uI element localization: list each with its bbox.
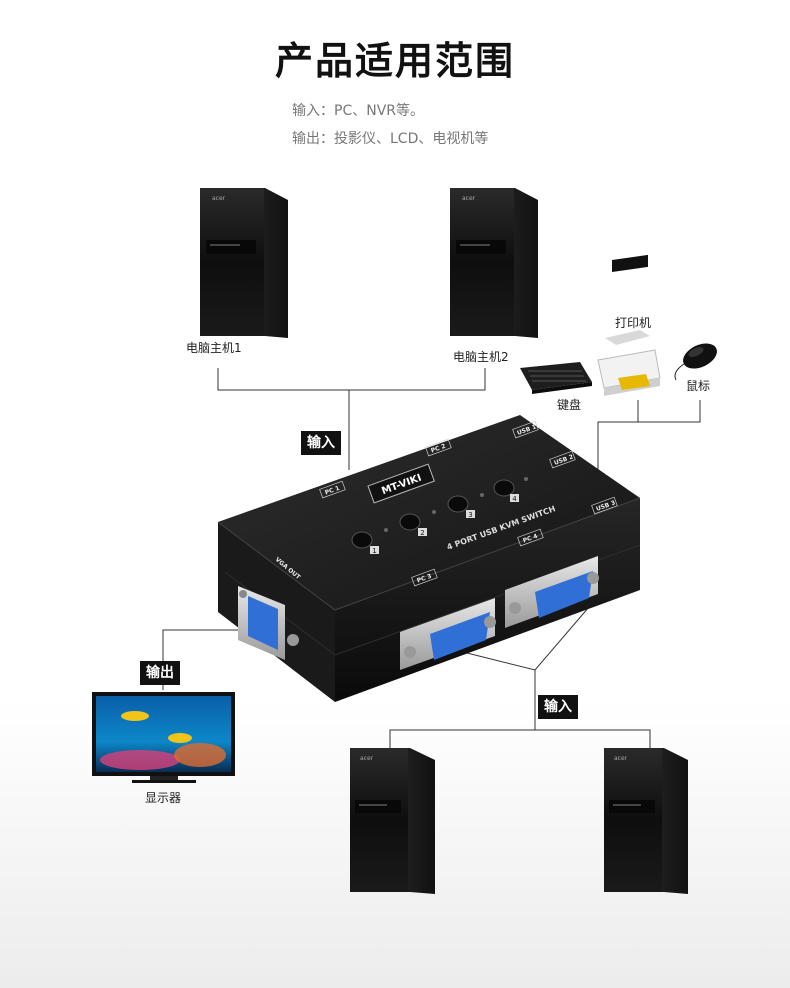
pc4-tower-icon: acer [604, 748, 688, 894]
tower-logo: acer [614, 755, 628, 762]
pc1-label: 电脑主机1 [186, 341, 242, 355]
mouse-icon [674, 343, 717, 381]
output-description: 输出：投影仪、LCD、电视机等 [292, 131, 489, 147]
monitor-label: 显示器 [145, 791, 182, 805]
page-title: 产品适用范围 [274, 39, 515, 83]
port-label-pc2: PC 2 [430, 443, 447, 455]
input-tag-top: 输入 [301, 431, 341, 455]
mouse-label: 鼠标 [686, 379, 711, 393]
port-label-pc3: PC 3 [416, 573, 433, 585]
printer-icon [597, 254, 661, 396]
monitor-icon [92, 692, 235, 783]
keyboard-icon [520, 362, 592, 394]
kvm-buttons: 1 2 3 4 [351, 477, 528, 555]
vga-out-port [238, 586, 299, 660]
tower-logo: acer [360, 755, 374, 762]
port-label-pc1: PC 1 [324, 485, 341, 497]
printer-label: 打印机 [615, 316, 652, 330]
port-label-pc4: PC 4 [522, 533, 539, 545]
pc2-tower-icon: acer [450, 188, 538, 338]
button-label-1: 1 [372, 547, 376, 555]
keyboard-label: 键盘 [557, 398, 582, 412]
input-description: 输入：PC、NVR等。 [292, 103, 424, 119]
vga-in-port-pc4 [505, 556, 599, 628]
pc2-label: 电脑主机2 [453, 350, 509, 364]
button-label-2: 2 [420, 529, 424, 537]
tower-logo: acer [462, 195, 476, 202]
output-tag: 输出 [140, 661, 180, 685]
tower-logo: acer [212, 195, 226, 202]
kvm-switch-device: MT-VIKI 4 PORT USB KVM SWITCH PC 1 PC 2 … [217, 415, 641, 702]
input-tag-bottom: 输入 [538, 695, 578, 719]
pc1-tower-icon: acer [200, 188, 288, 338]
vga-in-port-pc3 [400, 598, 496, 670]
button-label-4: 4 [512, 495, 517, 503]
button-label-3: 3 [468, 511, 472, 519]
pc3-tower-icon: acer [350, 748, 435, 894]
